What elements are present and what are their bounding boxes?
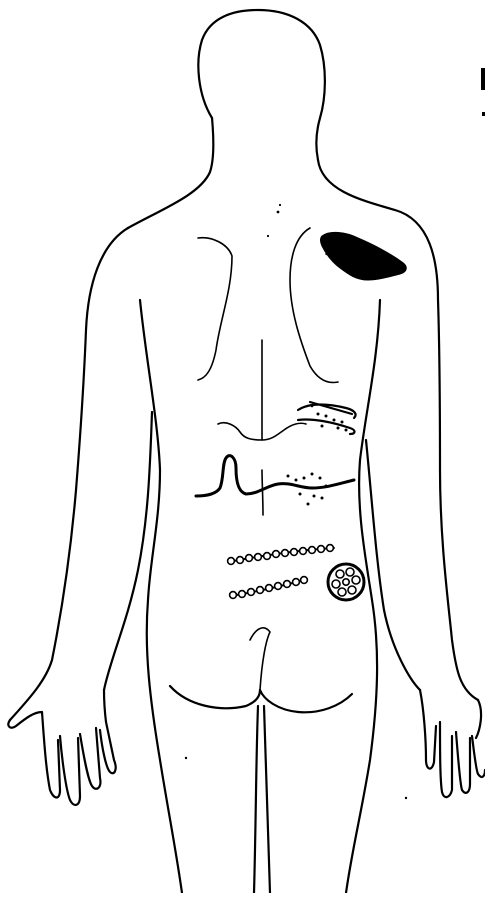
edge-mark [481, 68, 485, 90]
right-buttock-fold [260, 690, 352, 712]
left-inner-leg [254, 706, 258, 893]
right-hand-outline [420, 690, 485, 797]
head-outline [198, 10, 325, 160]
right-inner-leg [264, 706, 270, 893]
speck-dot [277, 211, 280, 214]
left-hand-outline [8, 690, 115, 805]
right-arm-inner-outline [366, 440, 420, 690]
band-lesion-dots [311, 405, 348, 432]
left-scapula-line [198, 238, 232, 380]
left-buttock-fold [170, 686, 260, 708]
speck-dot [279, 204, 281, 206]
left-arm-inner-outline [104, 412, 152, 690]
speck-dot [267, 235, 269, 237]
speck-dot [185, 757, 187, 759]
lumbar-linear-lesion [196, 456, 354, 496]
round-nodular-lesion [328, 564, 364, 600]
speck-dot [405, 797, 407, 799]
upper-beaded-chain-lesion [228, 545, 334, 565]
left-torso-side [140, 300, 182, 893]
left-shoulder-outline [10, 228, 128, 720]
lower-beaded-chain-lesion [230, 577, 308, 599]
neck-left-outline [128, 118, 213, 228]
buttocks-cleft [250, 628, 270, 690]
